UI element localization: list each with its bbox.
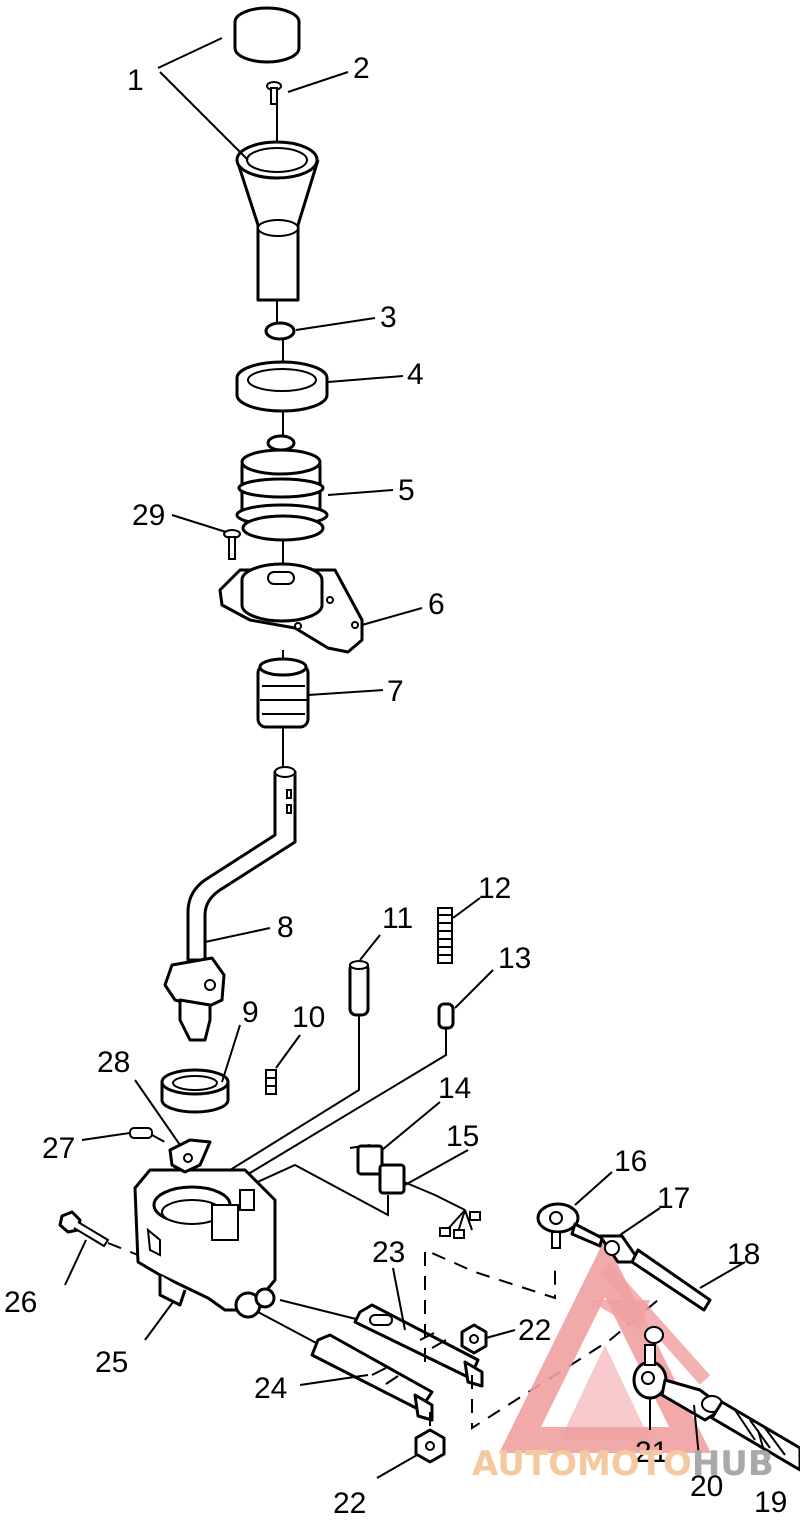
roll-pin [129,1127,173,1147]
callout-10: 10 [292,1001,325,1034]
switch-route [239,1144,389,1217]
callout-20: 20 [690,1470,723,1503]
shifter-housing [133,1168,277,1319]
detent-fork [168,1138,212,1174]
callout-23: 23 [372,1236,405,1269]
callout-11: 11 [382,902,413,935]
callout-24: 24 [254,1372,287,1405]
callout-1: 1 [127,64,144,97]
small-spring [265,1069,277,1095]
plunger-route [229,1028,447,1186]
callout-26: 26 [4,1286,37,1319]
shift-rod-long [257,1311,434,1422]
callout-4: 4 [407,358,424,391]
long-spring [437,907,453,964]
washer [264,321,296,341]
callout-2: 2 [353,52,370,85]
callout-12: 12 [478,872,511,905]
trim-ring [235,360,329,413]
shift-cable-upper [630,1248,712,1312]
callout-16: 16 [614,1145,647,1178]
shift-lever [163,766,297,1042]
watermark-text: AUTOMOTOHUB [472,1444,774,1484]
callout-labels: 1 2 3 4 5 6 7 8 9 10 11 12 13 14 15 16 1… [4,52,787,1520]
callout-22-lower: 22 [333,1487,366,1520]
shift-knob [233,6,320,302]
callout-6: 6 [428,588,445,621]
watermark-text-part1: AUTOMOTO [472,1444,692,1484]
callout-18: 18 [727,1238,760,1271]
collar [160,1068,230,1114]
rod-end [536,1202,604,1249]
shift-cable-lower [710,1400,800,1472]
pin-route [221,1015,360,1176]
callout-14: 14 [438,1072,471,1105]
callout-9: 9 [242,996,259,1029]
mount-screw [223,529,241,560]
leader-lines [64,37,769,1479]
bellows [256,657,310,729]
knob-screw [266,81,282,105]
callout-17: 17 [657,1182,690,1215]
lock-nut-upper [460,1323,488,1355]
shifter-bracket [218,562,364,654]
callout-8: 8 [277,911,294,944]
callout-19: 19 [754,1486,787,1519]
neutral-switch [356,1144,481,1239]
callout-7: 7 [387,675,404,708]
callout-28: 28 [97,1046,130,1079]
lock-nut-lower [414,1428,446,1464]
callout-29: 29 [132,499,165,532]
shift-boot [235,434,329,542]
callout-3: 3 [380,301,397,334]
callout-5: 5 [398,474,415,507]
callout-13: 13 [498,942,531,975]
plunger [437,1002,455,1030]
watermark-text-part2: HUB [692,1444,774,1484]
callout-27: 27 [42,1132,75,1165]
callout-25: 25 [95,1346,128,1379]
callout-21: 21 [635,1436,668,1469]
callout-15: 15 [446,1120,479,1153]
housing-bolt [58,1210,139,1256]
pin [348,960,370,1017]
callout-22-upper: 22 [518,1314,551,1347]
shift-rod-short [279,1299,484,1388]
ball-joint [632,1326,668,1400]
